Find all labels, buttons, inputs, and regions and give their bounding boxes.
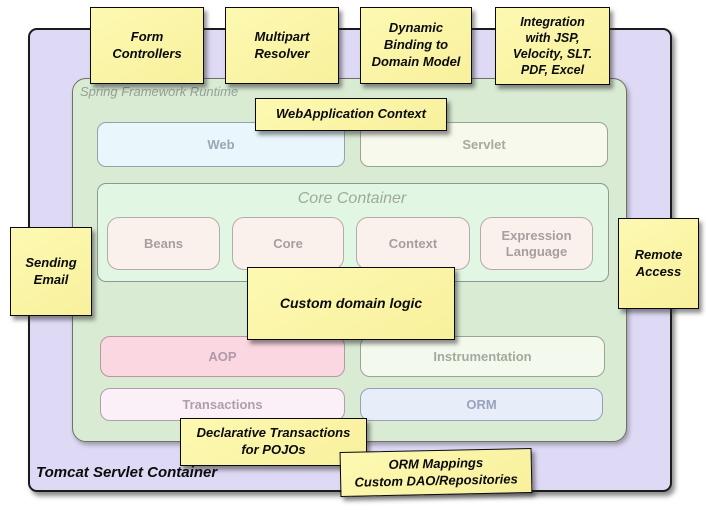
core-container-label: Core Container [297,190,407,207]
note-remote-access: Remote Access [618,218,699,309]
note-custom-domain-logic: Custom domain logic [247,267,455,340]
module-expression-language: Expression Language [480,217,593,270]
module-aop: AOP [100,336,345,377]
note-multipart-resolver: Multipart Resolver [225,7,339,84]
module-beans: Beans [107,217,220,270]
module-context: Context [356,217,470,270]
note-orm-mappings: ORM Mappings Custom DAO/Repositories [339,447,533,498]
note-webapplication-context: WebApplication Context [255,98,447,131]
note-integration-views: Integration with JSP, Velocity, SLT. PDF… [495,7,610,85]
spring-runtime-label: Spring Framework Runtime [80,84,239,99]
tomcat-container-label: Tomcat Servlet Container [36,464,218,481]
module-transactions: Transactions [100,388,345,421]
note-declarative-transactions: Declarative Transactions for POJOs [180,418,367,466]
note-form-controllers: Form Controllers [90,7,204,84]
note-sending-email: Sending Email [10,227,92,316]
note-dynamic-binding: Dynamic Binding to Domain Model [360,7,472,84]
module-orm: ORM [360,388,603,421]
module-core: Core [232,217,344,270]
module-web: Web [97,122,345,167]
module-instrumentation: Instrumentation [360,336,605,377]
